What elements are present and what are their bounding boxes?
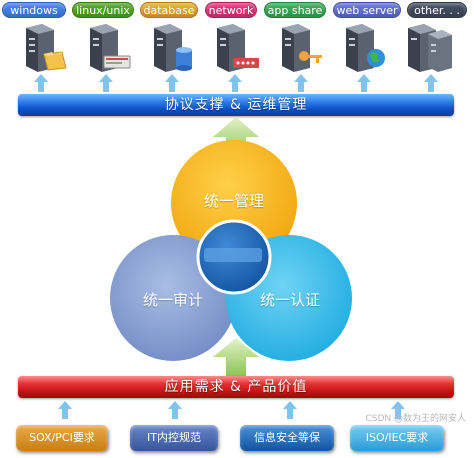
tag-database: database <box>140 2 198 18</box>
tag-app-share: app share <box>264 2 326 18</box>
arrow-up-icon <box>34 74 48 92</box>
arrow-up-icon <box>58 401 72 419</box>
label-unified-audit: 统一审计 <box>142 291 203 309</box>
circle-unified-management <box>171 140 297 266</box>
green-arrow-up-icon <box>213 338 259 376</box>
tag-other: other. . . <box>407 2 467 18</box>
server-folder-icon <box>26 24 67 72</box>
arrow-up-icon <box>165 74 179 92</box>
tag-web-server: web server <box>333 2 401 18</box>
server-terminal-icon <box>90 24 131 72</box>
arrow-up-icon <box>283 401 297 419</box>
app-requirements-bar: 应用需求 & 产品价值 <box>18 376 454 398</box>
label-unified-auth: 统一认证 <box>259 291 320 309</box>
server-database-icon <box>154 24 192 72</box>
requirement-infosec-level-protection: 信息安全等保 <box>240 425 334 451</box>
label-unified-management: 统一管理 <box>203 192 264 210</box>
requirement-sox-pci: SOX/PCI要求 <box>16 425 108 451</box>
venn-diagram <box>110 140 352 361</box>
watermark: CSDN @数为王的网安人 <box>365 414 466 424</box>
tag-network: network <box>205 2 257 18</box>
arrow-up-icon <box>228 74 242 92</box>
requirement-iso-iec: ISO/IEC要求 <box>350 425 444 451</box>
arrow-up-icon <box>99 74 113 92</box>
server-globe-icon <box>346 24 385 72</box>
tag-linux-unix: linux/unix <box>72 2 134 18</box>
arrow-up-icon <box>357 74 371 92</box>
tag-windows: windows <box>2 2 66 18</box>
green-arrow-up-icon <box>213 117 259 157</box>
server-network-icon <box>217 24 259 72</box>
arrow-up-icon <box>168 401 182 419</box>
center-blurred-label <box>204 248 262 262</box>
arrow-up-icon <box>424 74 438 92</box>
protocol-support-bar: 协议支撑 & 运维管理 <box>18 94 454 116</box>
arrow-up-icon <box>391 401 405 419</box>
server-stack-icon <box>408 24 452 72</box>
requirement-it-internal-control: IT内控规范 <box>130 425 218 451</box>
server-share-icon <box>282 24 322 72</box>
arrow-up-icon <box>294 74 308 92</box>
